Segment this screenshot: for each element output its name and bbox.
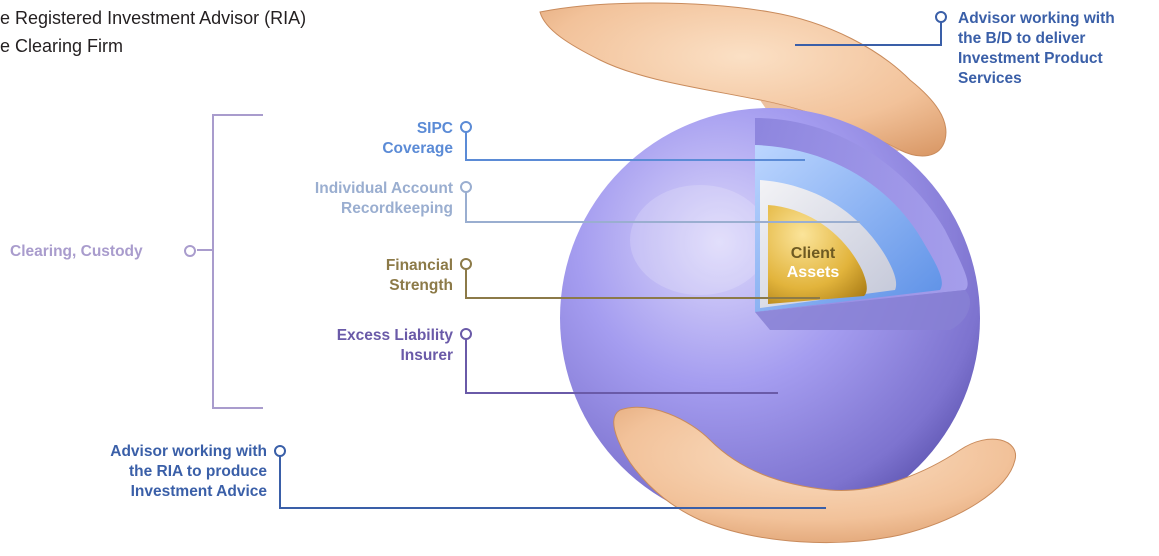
- label-financial: Financial Strength: [386, 256, 453, 296]
- label-sipc-line2: Coverage: [382, 140, 453, 157]
- label-bottom-advisor-line3: Investment Advice: [130, 483, 267, 500]
- label-financial-line1: Financial: [385, 257, 453, 274]
- clearing-bracket: [197, 114, 263, 409]
- label-excess-line1: Excess Liability: [336, 327, 453, 344]
- label-recordkeeping: Individual Account Recordkeeping: [315, 179, 453, 219]
- legend-ria: he Registered Investment Advisor (RIA): [0, 8, 307, 28]
- label-top-advisor-line3: Investment Product: [958, 50, 1103, 67]
- leader-recordkeeping: [460, 181, 860, 223]
- label-bottom-advisor-line1: Advisor working with: [110, 443, 267, 460]
- label-sipc-line1: SIPC: [416, 120, 453, 137]
- label-top-advisor-line4: Services: [958, 70, 1022, 87]
- leader-sipc: [460, 121, 805, 161]
- label-recordkeeping-line2: Recordkeeping: [341, 200, 453, 217]
- label-recordkeeping-line1: Individual Account: [314, 180, 453, 197]
- core-label-line2: Assets: [787, 264, 840, 281]
- label-top-advisor-line2: the B/D to deliver: [958, 30, 1086, 47]
- core-label-line1: Client: [791, 245, 836, 262]
- leader-bottom-advisor: [274, 445, 826, 509]
- label-top-advisor: Advisor working with the B/D to deliver …: [958, 9, 1115, 89]
- leader-excess: [460, 328, 778, 394]
- leader-financial: [460, 258, 820, 299]
- leader-top-advisor: [795, 11, 947, 46]
- label-excess: Excess Liability Insurer: [337, 326, 453, 366]
- top-hand-icon: [539, 2, 947, 157]
- legend: he Registered Investment Advisor (RIA) h…: [0, 4, 306, 60]
- sphere-highlight: [630, 185, 770, 295]
- label-excess-line2: Insurer: [400, 347, 453, 364]
- cutaway-gold-core: [768, 205, 867, 304]
- label-clearing: Clearing, Custody: [10, 243, 143, 260]
- label-sipc: SIPC Coverage: [382, 119, 453, 159]
- legend-clearing-firm: he Clearing Firm: [0, 36, 124, 56]
- label-top-advisor-line1: Advisor working with: [958, 10, 1115, 27]
- label-financial-line2: Strength: [389, 277, 453, 294]
- label-bottom-advisor: Advisor working with the RIA to produce …: [110, 442, 267, 502]
- cutaway-lower-face: [755, 290, 970, 330]
- leader-clearing: [184, 245, 196, 257]
- label-bottom-advisor-line2: the RIA to produce: [128, 463, 267, 480]
